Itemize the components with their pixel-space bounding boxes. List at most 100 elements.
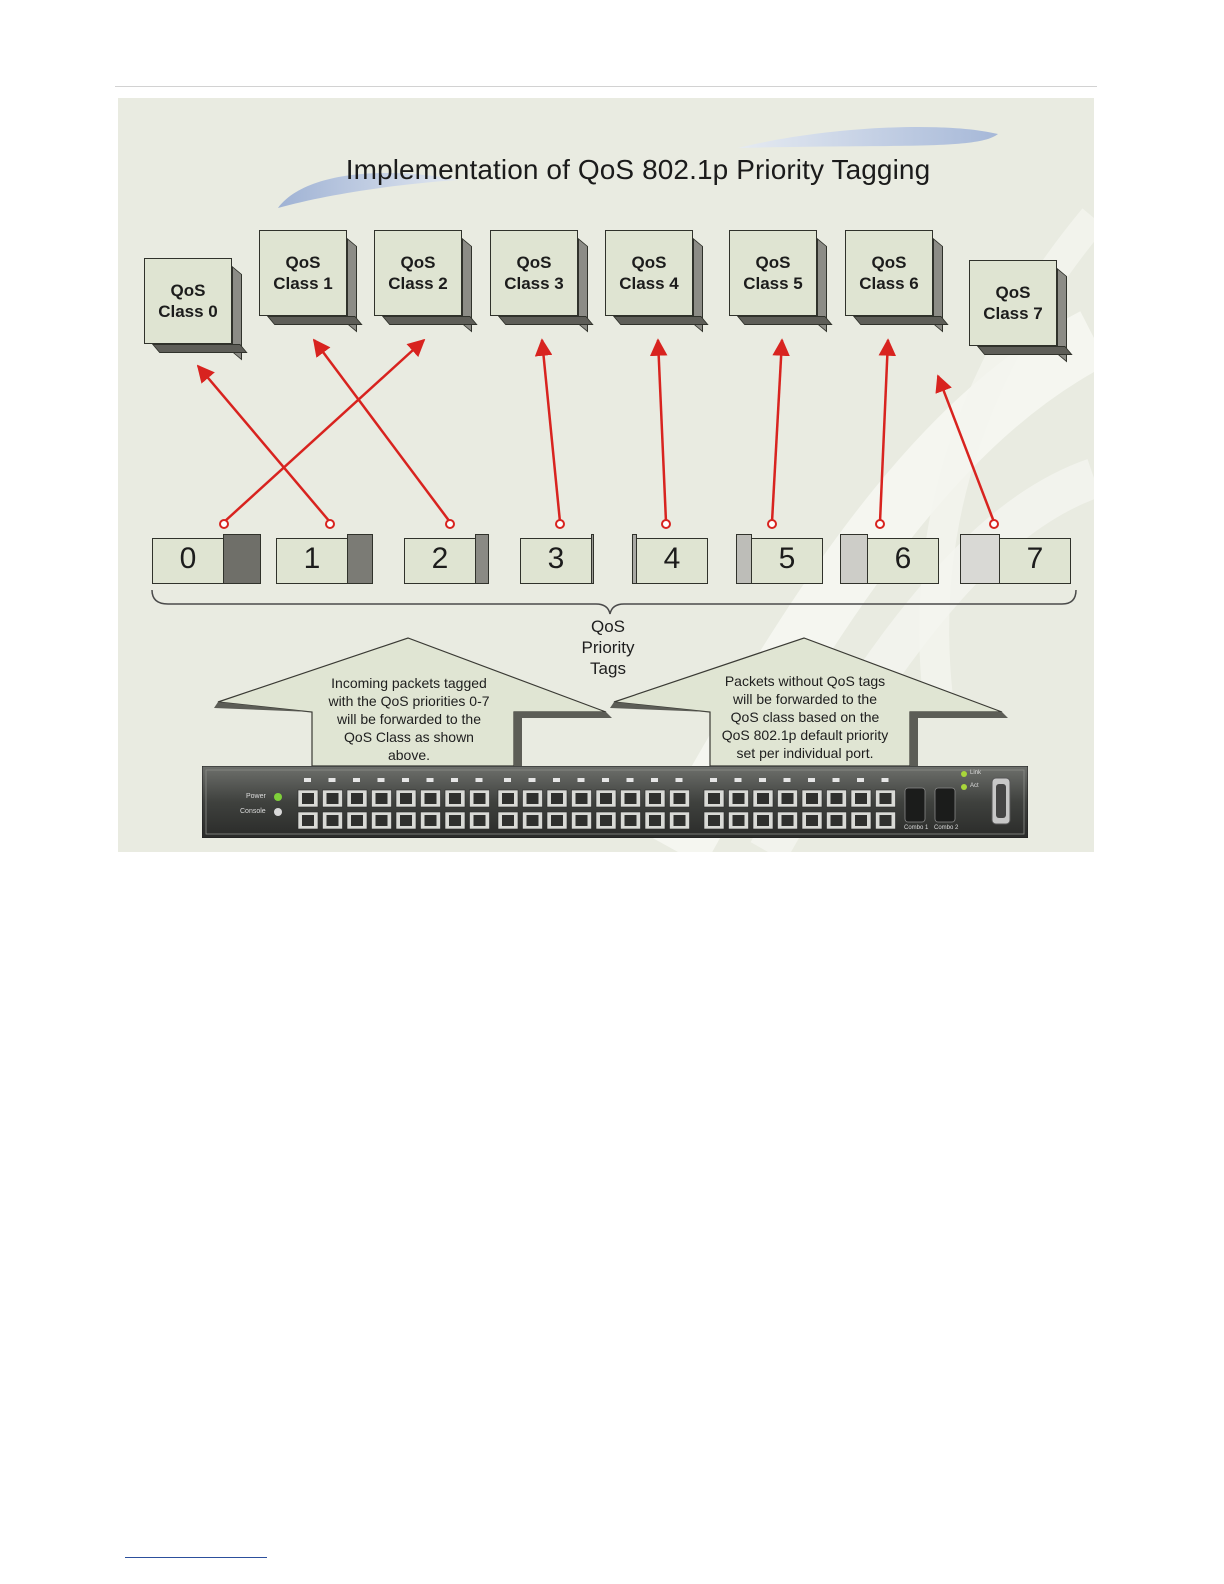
port-led bbox=[602, 778, 609, 782]
port-led bbox=[626, 778, 634, 782]
ethernet-port-jack bbox=[757, 793, 769, 804]
priority-brace bbox=[151, 589, 1077, 615]
priority-tag-number: 7 bbox=[1026, 542, 1044, 575]
port-led bbox=[734, 778, 742, 782]
ethernet-port-jack bbox=[375, 815, 388, 826]
act-label: Act bbox=[970, 783, 979, 789]
arrow-tag5-class5 bbox=[770, 338, 790, 523]
ethernet-port-jack bbox=[806, 793, 818, 804]
ethernet-port-jack bbox=[473, 793, 486, 804]
priority-tag-7: 7 bbox=[960, 534, 1072, 584]
priority-tag-number: 1 bbox=[303, 542, 321, 575]
qos-diagram: Implementation of QoS 802.1p Priority Ta… bbox=[118, 98, 1094, 852]
port-led bbox=[528, 778, 536, 782]
ethernet-port-jack bbox=[551, 815, 563, 826]
ethernet-port-jack bbox=[600, 793, 612, 804]
port-led bbox=[451, 778, 458, 782]
ethernet-port-jack bbox=[326, 793, 339, 804]
arrow-tag7-class7 bbox=[935, 374, 996, 523]
priority-tag-number: 3 bbox=[547, 542, 565, 575]
combo2-label: Combo 2 bbox=[934, 825, 959, 831]
note-tagged-packets: Incoming packets tagged with the QoS pri… bbox=[328, 675, 490, 763]
top-rule bbox=[115, 86, 1097, 87]
port-led bbox=[553, 778, 560, 782]
mapping-arrows bbox=[196, 338, 996, 523]
ethernet-port-jack bbox=[502, 793, 514, 804]
ethernet-port-jack bbox=[673, 815, 686, 826]
ethernet-port-jack bbox=[575, 815, 588, 826]
ethernet-port-jack bbox=[326, 815, 339, 826]
link-label: Link bbox=[970, 770, 982, 776]
priority-tag-6: 6 bbox=[840, 534, 940, 584]
diagram-background bbox=[151, 126, 1094, 852]
swoosh-right bbox=[738, 126, 998, 148]
arrow-tag4-class4 bbox=[649, 338, 668, 523]
priority-tag-0: 0 bbox=[152, 534, 262, 584]
ethernet-port-jack bbox=[600, 815, 612, 826]
port-led bbox=[304, 778, 311, 782]
ethernet-port-jack bbox=[732, 815, 745, 826]
ethernet-port-jack bbox=[302, 793, 314, 804]
port-led bbox=[808, 778, 815, 782]
ethernet-port-jack bbox=[375, 793, 388, 804]
ethernet-port-jack bbox=[855, 815, 867, 826]
combo1-label: Combo 1 bbox=[904, 825, 929, 831]
priority-tag-number: 2 bbox=[431, 542, 449, 575]
ethernet-port-jack bbox=[673, 793, 686, 804]
priority-tag-number: 5 bbox=[778, 542, 796, 575]
ethernet-port-jack bbox=[757, 815, 769, 826]
priority-tag-2: 2 bbox=[404, 534, 490, 584]
port-led bbox=[426, 778, 434, 782]
ethernet-port-jack bbox=[449, 793, 461, 804]
tag-origin-dots bbox=[219, 519, 999, 529]
arrow-tag3-class3 bbox=[534, 338, 562, 523]
ethernet-port-jack bbox=[551, 793, 563, 804]
arrow-tag1-class0 bbox=[196, 364, 331, 523]
ethernet-port-jack bbox=[781, 793, 794, 804]
ethernet-port-jack bbox=[400, 815, 412, 826]
ethernet-port-jack bbox=[449, 815, 461, 826]
priority-tag-5: 5 bbox=[736, 534, 824, 584]
priority-tag-number: 6 bbox=[894, 542, 912, 575]
ethernet-port-jack bbox=[351, 815, 363, 826]
ethernet-port-jack bbox=[526, 793, 539, 804]
ethernet-port-jack bbox=[624, 815, 637, 826]
priority-tags-label: QoS Priority Tags bbox=[581, 617, 635, 678]
ethernet-port-jack bbox=[424, 793, 437, 804]
priority-tag-4: 4 bbox=[632, 534, 708, 584]
ethernet-port-jack bbox=[855, 793, 867, 804]
port-led bbox=[353, 778, 360, 782]
switch-panel-graphic bbox=[201, 765, 1029, 839]
priority-tag-number: 4 bbox=[663, 542, 681, 575]
arrow-tag0-class2 bbox=[223, 338, 426, 523]
console-label: Console bbox=[240, 808, 266, 815]
note-untagged-packets: Packets without QoS tags will be forward… bbox=[721, 673, 889, 761]
ethernet-port-jack bbox=[781, 815, 794, 826]
ethernet-port-jack bbox=[624, 793, 637, 804]
network-switch: Power Console Link Act Combo 1 Combo 2 bbox=[201, 765, 1029, 839]
ethernet-port-jack bbox=[649, 815, 661, 826]
ethernet-port-jack bbox=[502, 815, 514, 826]
ethernet-port-jack bbox=[708, 815, 720, 826]
ethernet-port-jack bbox=[879, 793, 892, 804]
ethernet-port-jack bbox=[302, 815, 314, 826]
port-led bbox=[710, 778, 717, 782]
port-led bbox=[651, 778, 658, 782]
port-led bbox=[504, 778, 511, 782]
port-led bbox=[577, 778, 585, 782]
diagram-title: Implementation of QoS 802.1p Priority Ta… bbox=[345, 154, 931, 185]
ethernet-port-jack bbox=[351, 793, 363, 804]
priority-tag-number: 0 bbox=[179, 542, 197, 575]
ethernet-port-jack bbox=[473, 815, 486, 826]
